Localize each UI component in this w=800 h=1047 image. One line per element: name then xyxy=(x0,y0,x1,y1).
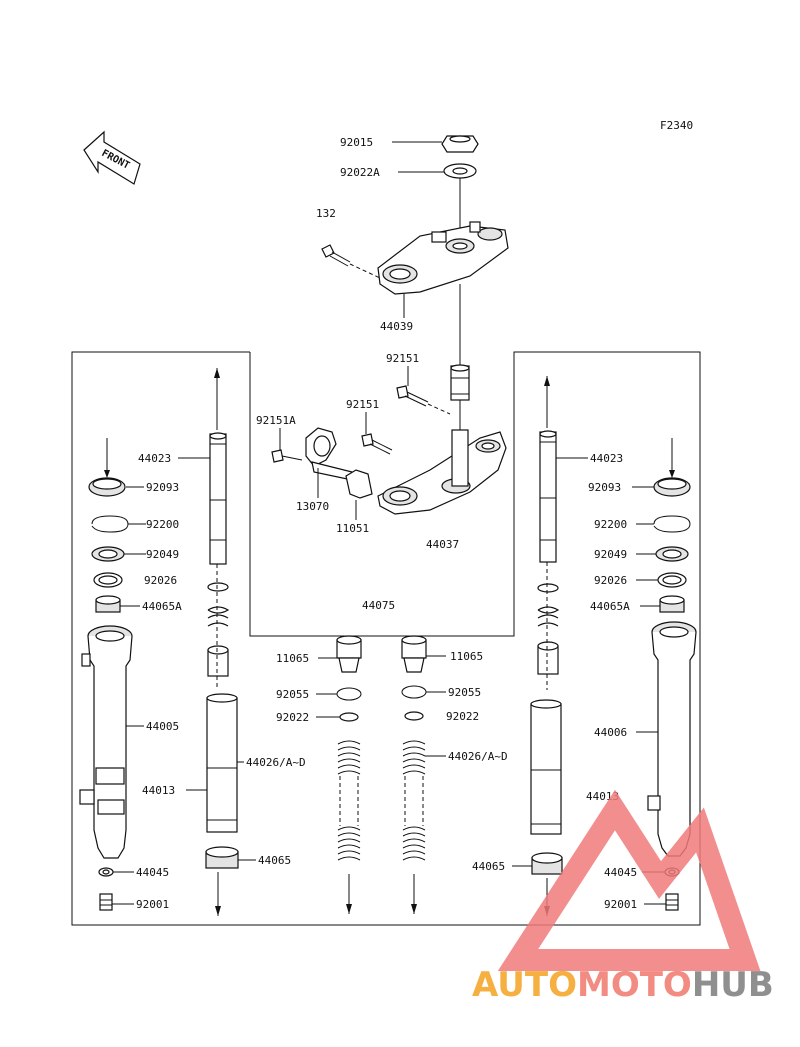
watermark-text: AUTOMOTOHUB xyxy=(472,965,774,1005)
fork-inner-tube-left xyxy=(209,432,227,565)
label-44026-right: 44026/A~D xyxy=(448,750,508,763)
stem-washer xyxy=(443,163,477,179)
label-92026-left: 92026 xyxy=(144,574,177,587)
figure-code: F2340 xyxy=(660,119,693,132)
label-44065A-left: 44065A xyxy=(142,600,182,613)
label-44075: 44075 xyxy=(362,599,395,612)
fork-guide-left xyxy=(207,582,230,677)
label-11051: 11051 xyxy=(336,522,369,535)
label-44039: 44039 xyxy=(380,320,413,333)
bracket-bolt xyxy=(271,449,303,463)
retaining-clip-left xyxy=(91,515,129,533)
copper-washer-left xyxy=(98,867,114,877)
bottom-bolt-right xyxy=(665,893,679,911)
label-92055-left: 92055 xyxy=(276,688,309,701)
spring-washer-right xyxy=(404,711,424,721)
fork-guide-right xyxy=(537,583,560,675)
label-44045-left: 44045 xyxy=(136,866,169,879)
retaining-clip-right xyxy=(653,515,691,533)
o-ring-left xyxy=(336,687,362,701)
clamp-bolt xyxy=(321,244,381,279)
watermark-moto: MOTO xyxy=(577,965,692,1005)
oil-seal-right xyxy=(655,546,689,562)
damper-rod-left xyxy=(206,693,238,833)
upper-triple-clamp xyxy=(377,221,509,295)
fork-cap-bolt-right xyxy=(401,635,427,673)
label-92001-left: 92001 xyxy=(136,898,169,911)
washer-right xyxy=(657,572,687,588)
bottom-bolt-left xyxy=(99,893,113,911)
fork-inner-tube-right xyxy=(539,430,557,563)
brake-hose-bracket xyxy=(305,427,353,481)
label-13070: 13070 xyxy=(296,500,329,513)
fork-spring-right xyxy=(402,740,426,861)
label-44065-left: 44065 xyxy=(258,854,291,867)
automotohub-logo-icon xyxy=(497,789,761,971)
label-92200-right: 92200 xyxy=(594,518,627,531)
fork-outer-tube-right xyxy=(647,621,697,857)
label-44045-right: 44045 xyxy=(604,866,637,879)
oil-seal-left xyxy=(91,546,125,562)
fork-outer-tube-left xyxy=(79,625,133,859)
spring-washer-left xyxy=(339,712,359,722)
lower-triple-clamp xyxy=(377,429,507,515)
steering-stem xyxy=(450,364,470,430)
label-92022A: 92022A xyxy=(340,166,380,179)
label-92151A: 92151A xyxy=(256,414,296,427)
fork-cap-left xyxy=(88,477,126,497)
label-44013-left: 44013 xyxy=(142,784,175,797)
label-11065-right: 11065 xyxy=(450,650,483,663)
label-44006: 44006 xyxy=(594,726,627,739)
label-44037: 44037 xyxy=(426,538,459,551)
watermark-hub: HUB xyxy=(692,965,774,1005)
washer-left xyxy=(93,572,123,588)
label-44065-right: 44065 xyxy=(472,860,505,873)
label-92049-left: 92049 xyxy=(146,548,179,561)
lower-clamp-bolt-upper xyxy=(396,385,451,415)
stem-nut xyxy=(441,135,479,153)
label-92055-right: 92055 xyxy=(448,686,481,699)
watermark-auto: AUTO xyxy=(472,965,577,1005)
label-92022-right: 92022 xyxy=(446,710,479,723)
o-ring-right xyxy=(401,685,427,699)
label-92015: 92015 xyxy=(340,136,373,149)
label-92200-left: 92200 xyxy=(146,518,179,531)
bushing-left xyxy=(205,846,239,869)
fork-cap-right xyxy=(653,477,691,497)
label-92093-right: 92093 xyxy=(588,481,621,494)
label-92026-right: 92026 xyxy=(594,574,627,587)
fork-cap-bolt-left xyxy=(336,635,362,673)
label-44023-right: 44023 xyxy=(590,452,623,465)
label-92001-right: 92001 xyxy=(604,898,637,911)
fork-spring-left xyxy=(337,740,361,861)
label-44005: 44005 xyxy=(146,720,179,733)
lower-bracket-plate xyxy=(345,469,373,499)
label-92151-a: 92151 xyxy=(386,352,419,365)
label-92151-b: 92151 xyxy=(346,398,379,411)
label-11065-left: 11065 xyxy=(276,652,309,665)
label-44023-left: 44023 xyxy=(138,452,171,465)
guide-bushing-right xyxy=(659,595,685,613)
guide-bushing-left xyxy=(95,595,121,613)
label-44065A-right: 44065A xyxy=(590,600,630,613)
label-92093-left: 92093 xyxy=(146,481,179,494)
label-92022-left: 92022 xyxy=(276,711,309,724)
bushing-right xyxy=(531,852,563,875)
damper-rod-right xyxy=(530,699,562,835)
label-44026-left: 44026/A~D xyxy=(246,756,306,769)
lower-clamp-bolt-lower xyxy=(361,433,393,455)
label-92049-right: 92049 xyxy=(594,548,627,561)
front-arrow-icon: FRONT xyxy=(83,130,141,185)
label-132: 132 xyxy=(316,207,336,220)
left-fork-frame xyxy=(71,351,701,926)
